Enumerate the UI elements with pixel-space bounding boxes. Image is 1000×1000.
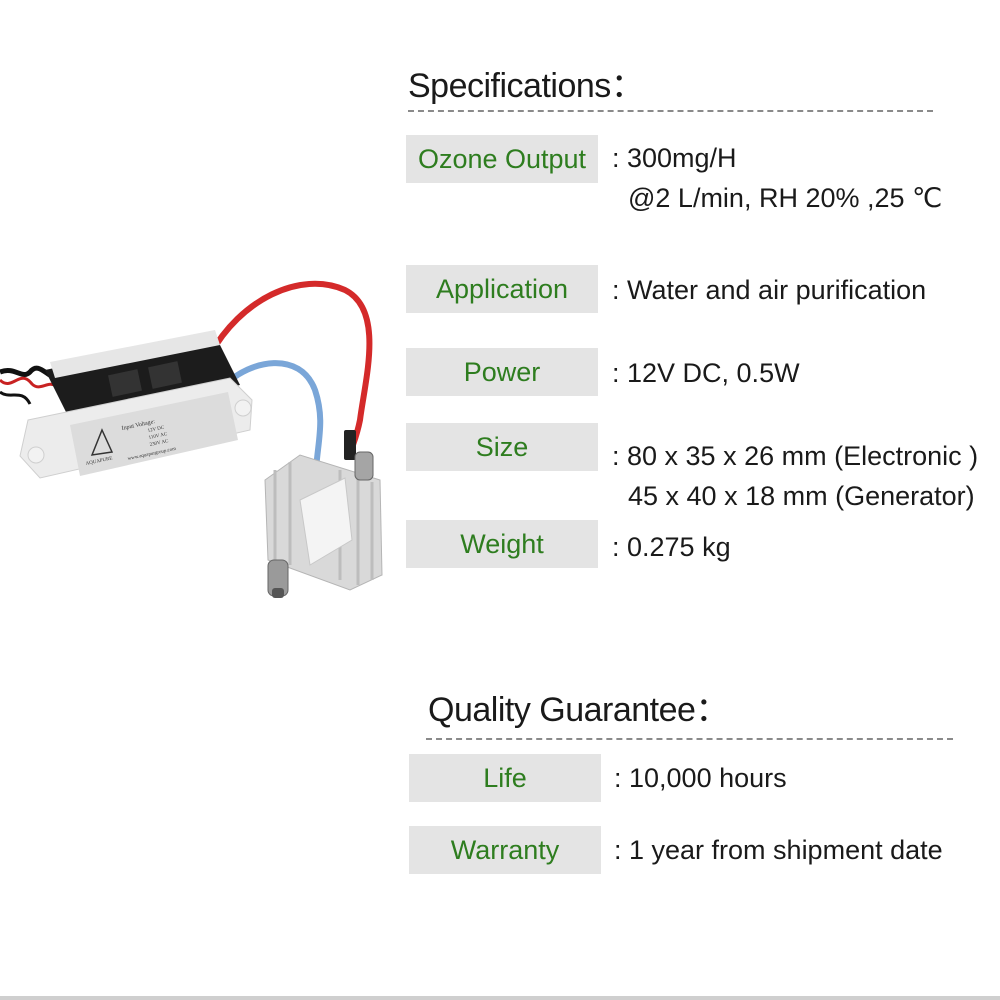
specifications-divider xyxy=(408,110,933,112)
quality-guarantee-divider xyxy=(426,738,953,740)
quality-guarantee-heading: Quality Guarantee： xyxy=(428,691,729,729)
quality-label-life: Life xyxy=(409,754,601,802)
spec-value-ozone-output-line2: @2 L/min, RH 20% ,25 ℃ xyxy=(628,183,943,213)
product-label-line3: 110V AC xyxy=(148,432,168,441)
spec-value-ozone-output-line1: : 300mg/H xyxy=(612,143,737,173)
product-label-line4: 230V AC xyxy=(149,439,169,448)
bottom-border xyxy=(0,996,1000,1000)
quality-label-warranty: Warranty xyxy=(409,826,601,874)
spec-value-ozone-output: : 300mg/H @2 L/min, RH 20% ,25 ℃ xyxy=(612,138,942,218)
spec-label-size: Size xyxy=(406,423,598,471)
ozone-generator-product-image: AQUAPURE Input Voltage: 12V DC 110V AC 2… xyxy=(0,280,383,598)
product-brand-text: AQUAPURE xyxy=(85,456,113,467)
spec-label-ozone-output: Ozone Output xyxy=(406,135,598,183)
spec-label-application: Application xyxy=(406,265,598,313)
spec-value-size-line1: : 80 x 35 x 26 mm (Electronic ) xyxy=(612,441,979,471)
spec-value-size-line2: 45 x 40 x 18 mm (Generator) xyxy=(628,481,975,511)
spec-value-power: : 12V DC, 0.5W xyxy=(612,358,800,388)
quality-value-warranty: : 1 year from shipment date xyxy=(614,835,943,865)
spec-value-size: : 80 x 35 x 26 mm (Electronic ) 45 x 40 … xyxy=(612,436,978,516)
quality-value-life: : 10,000 hours xyxy=(614,763,787,793)
spec-label-weight: Weight xyxy=(406,520,598,568)
specifications-heading: Specifications： xyxy=(408,67,645,105)
spec-label-power: Power xyxy=(406,348,598,396)
spec-value-application: : Water and air purification xyxy=(612,275,927,305)
product-label-line2: 12V DC xyxy=(147,425,165,434)
spec-value-weight: : 0.275 kg xyxy=(612,532,731,562)
